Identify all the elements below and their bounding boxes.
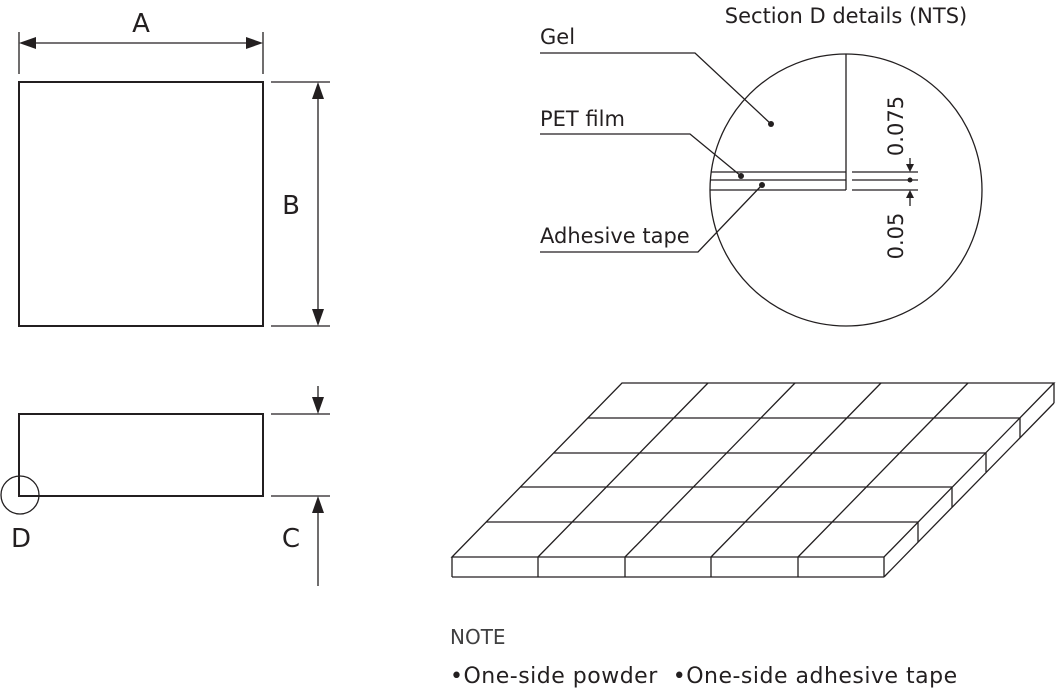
gel-label: Gel [540,25,575,49]
side-view-outline [18,413,264,497]
dimension-a: A [18,9,264,74]
top-view: A B [18,9,330,327]
detail-d-label: D [11,524,31,554]
dimension-c: C [271,386,330,586]
layer-stack [710,54,847,191]
isometric-sheet [450,382,1056,578]
dimension-005-label: 0.05 [884,213,908,260]
detail-title: Section D details (NTS) [725,4,967,28]
detail-d-marker [0,475,40,515]
dimension-b-label: B [282,191,300,221]
leader-adhesive-tape: Adhesive tape [540,182,765,253]
arrow-left-icon [19,37,36,49]
note-heading: NOTE [450,625,506,649]
side-view: C D [0,386,330,586]
note-block: NOTE •One-side powder •One-side adhesive… [450,625,958,688]
sheet-top-face [450,382,1056,558]
arrow-right-icon [246,37,263,49]
arrow-down-icon [312,309,324,326]
arrow-down-icon [312,397,324,414]
leader-gel: Gel [540,25,774,127]
pet-film-label: PET film [540,107,625,131]
arrow-down-icon [906,164,914,172]
arrow-up-icon [312,82,324,99]
arrow-up-icon [312,496,324,513]
leader-pet-film: PET film [540,107,744,179]
dimension-b: B [271,81,330,327]
note-items: •One-side powder •One-side adhesive tape [450,664,958,688]
dimension-a-label: A [132,9,150,39]
adhesive-tape-label: Adhesive tape [540,224,690,248]
section-detail: Section D details (NTS) 0.075 0.05 [540,4,983,327]
dimension-0075-label: 0.075 [884,96,908,156]
top-view-outline [18,81,264,327]
layer-dimensions: 0.075 0.05 [852,96,918,259]
dimension-c-label: C [282,524,300,554]
